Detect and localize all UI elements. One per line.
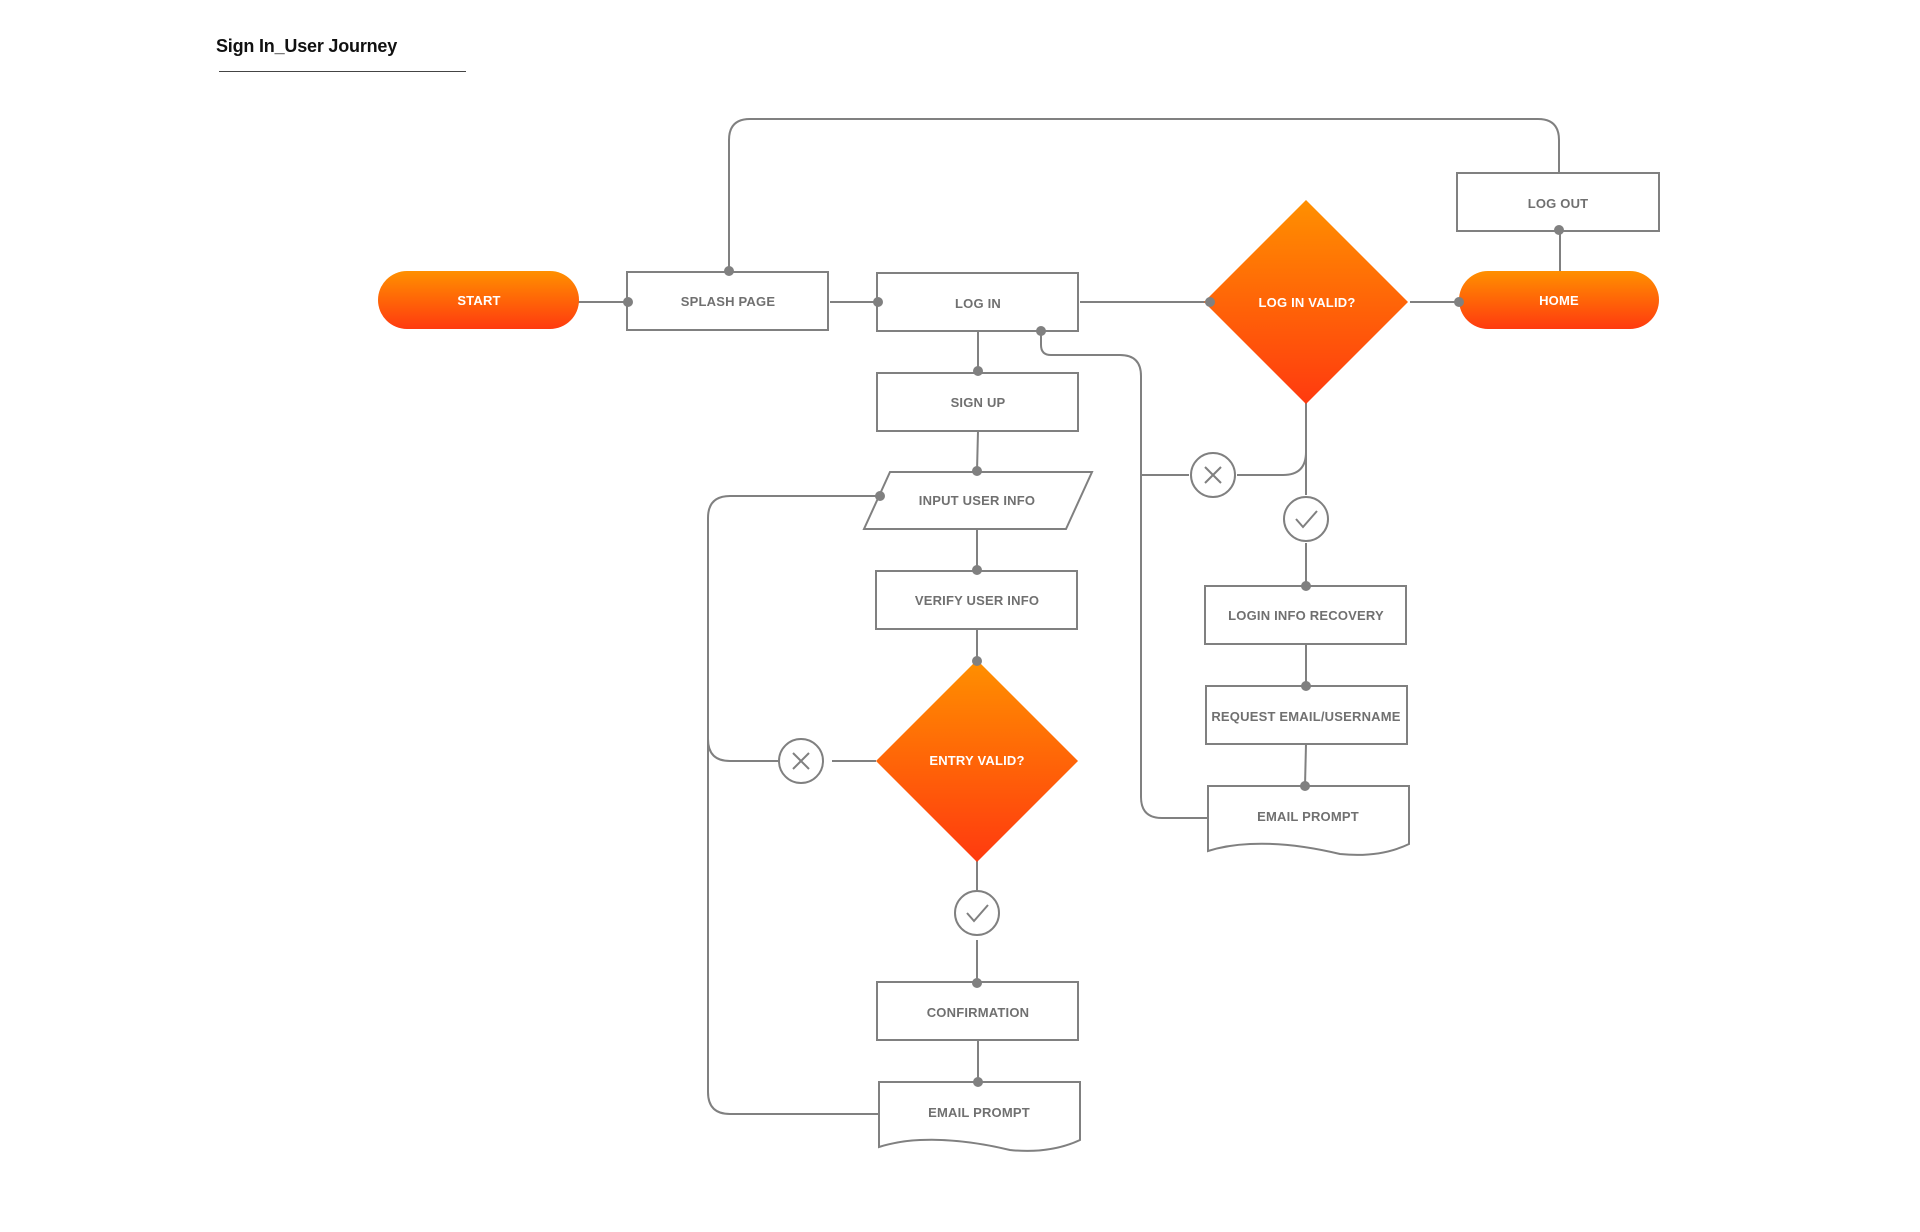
node-email-prompt-recovery-label: EMAIL PROMPT	[1257, 809, 1359, 824]
connector-dot	[973, 366, 983, 376]
connector-dot	[972, 656, 982, 666]
node-log-out: LOG OUT	[1456, 172, 1660, 232]
connector-dot	[972, 466, 982, 476]
connector-dot	[1300, 781, 1310, 791]
node-start-label: START	[457, 293, 500, 308]
node-login-info-recovery: LOGIN INFO RECOVERY	[1204, 585, 1407, 645]
connector-dot	[1554, 225, 1564, 235]
node-email-prompt-signup-label: EMAIL PROMPT	[928, 1105, 1030, 1120]
node-log-in: LOG IN	[876, 272, 1079, 332]
node-entry-valid: ENTRY VALID?	[876, 660, 1078, 862]
page-title: Sign In_User Journey	[216, 36, 398, 56]
connector-dot	[973, 1077, 983, 1087]
connector-dot	[972, 565, 982, 575]
node-verify-user-info-label: VERIFY USER INFO	[915, 593, 1039, 608]
edge-signup-input	[976, 430, 979, 472]
node-email-prompt-recovery: EMAIL PROMPT	[1207, 785, 1410, 856]
x-circle-icon	[778, 738, 824, 784]
node-log-in-valid: LOG IN VALID?	[1204, 200, 1408, 404]
node-verify-user-info: VERIFY USER INFO	[875, 570, 1078, 630]
connector-dot	[724, 266, 734, 276]
node-home: HOME	[1459, 271, 1659, 329]
connector-dot	[1205, 297, 1215, 307]
node-sign-up: SIGN UP	[876, 372, 1079, 432]
connector-dot	[1454, 297, 1464, 307]
x-circle-icon	[1190, 452, 1236, 498]
node-entry-valid-label: ENTRY VALID?	[929, 753, 1024, 768]
node-sign-up-label: SIGN UP	[951, 395, 1006, 410]
edge-email-loop	[707, 739, 879, 1115]
title-underline	[219, 71, 466, 72]
edge-login-recovery-email	[1040, 331, 1208, 819]
node-splash-page: SPLASH PAGE	[626, 271, 829, 331]
node-login-info-recovery-label: LOGIN INFO RECOVERY	[1228, 608, 1384, 623]
check-circle-icon	[954, 890, 1000, 936]
connectors	[578, 118, 1561, 1115]
node-request-email-username: REQUEST EMAIL/USERNAME	[1205, 685, 1408, 745]
connector-dot	[1301, 581, 1311, 591]
connector-dot	[873, 297, 883, 307]
edge-logout-splash	[728, 118, 1560, 271]
connector-dot	[623, 297, 633, 307]
connector-dot	[1301, 681, 1311, 691]
node-confirmation: CONFIRMATION	[876, 981, 1079, 1041]
node-log-in-label: LOG IN	[955, 296, 1001, 311]
node-home-label: HOME	[1539, 293, 1579, 308]
node-input-user-info: INPUT USER INFO	[862, 471, 1094, 530]
connector-dot	[972, 978, 982, 988]
node-confirmation-label: CONFIRMATION	[927, 1005, 1030, 1020]
node-log-in-valid-label: LOG IN VALID?	[1259, 295, 1356, 310]
check-circle-icon	[1283, 496, 1329, 542]
connector-dots	[623, 225, 1564, 1087]
node-splash-page-label: SPLASH PAGE	[681, 294, 776, 309]
node-log-out-label: LOG OUT	[1528, 196, 1589, 211]
edge-reject-input	[707, 495, 880, 762]
node-email-prompt-signup: EMAIL PROMPT	[878, 1081, 1081, 1152]
node-start: START	[378, 271, 579, 329]
node-request-email-username-label: REQUEST EMAIL/USERNAME	[1211, 709, 1400, 724]
connector-dot	[1036, 326, 1046, 336]
connector-dot	[875, 491, 885, 501]
edge-valid-reject	[1237, 402, 1307, 476]
node-input-user-info-label: INPUT USER INFO	[919, 493, 1035, 508]
edge-request-email	[1304, 743, 1307, 787]
